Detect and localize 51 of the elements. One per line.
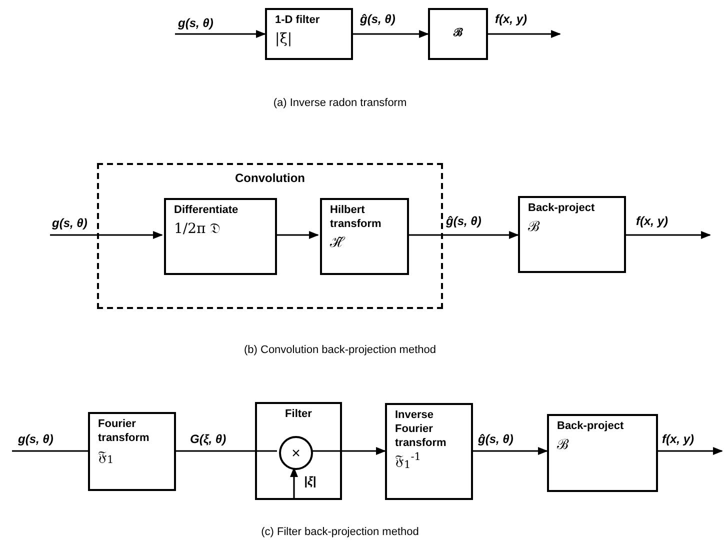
group-frame: [97, 163, 443, 309]
box-label: Back-project: [557, 420, 625, 434]
edge-label: |ξ|: [304, 473, 316, 490]
box-label: Fourier transform: [98, 418, 150, 446]
edge-label: g(s, θ): [178, 15, 214, 32]
arrow: [658, 447, 723, 455]
arrow: [175, 30, 266, 38]
process-box: [385, 403, 473, 500]
edge-label: ĝ(s, θ): [360, 11, 396, 28]
edge-label: g(s, θ): [18, 431, 54, 448]
box-label: Differentiate: [174, 204, 240, 218]
figure-caption: (c) Filter back-projection method: [261, 525, 419, 540]
edge-label: ĝ(s, θ): [446, 213, 482, 230]
box-label: ℬ: [454, 27, 462, 41]
edge-label: g(s, θ): [52, 215, 88, 232]
edge-label: f(x, y): [662, 431, 694, 448]
process-box: [88, 412, 176, 491]
process-box: [320, 198, 409, 275]
arrow: [626, 231, 711, 239]
arrow: [353, 30, 429, 38]
edge-label: f(x, y): [636, 213, 668, 230]
operator-symbol: |ξ|: [275, 32, 294, 46]
box-label: Hilbert transform: [330, 204, 382, 232]
process-box: [428, 8, 488, 60]
operator-symbol: 1/2π 𝔇: [174, 222, 222, 236]
arrow: [275, 231, 319, 239]
process-box: [547, 414, 658, 492]
process-box: [255, 402, 342, 500]
edge-label: f(x, y): [495, 11, 528, 28]
operator-symbol: 𝔉$_{1}$: [98, 450, 115, 464]
edge-label: G(ξ, θ): [190, 431, 226, 448]
arrow: [473, 447, 548, 455]
box-label: 1-D filter: [275, 14, 321, 28]
figure-caption: (b) Convolution back-projection method: [244, 343, 436, 358]
box-label: Filter: [285, 408, 312, 422]
arrow: [311, 447, 386, 455]
process-box: [265, 8, 353, 60]
box-label: Inverse Fourier transform: [395, 409, 448, 450]
arrow: [407, 231, 519, 239]
operator-symbol: ℬ: [557, 438, 570, 452]
operator-symbol: ℋ̃: [330, 236, 346, 250]
process-box: [518, 196, 626, 273]
arrow: [50, 231, 163, 239]
figure-caption: (a) Inverse radon transform: [273, 96, 407, 111]
multiply-symbol: ×: [292, 446, 300, 460]
operator-symbol: ℬ: [528, 220, 541, 234]
arrow: [488, 30, 561, 38]
group-title: Convolution: [234, 170, 306, 187]
edge-label: ĝ(s, θ): [478, 431, 514, 448]
process-box: [164, 198, 277, 275]
box-label: Back-project: [528, 202, 596, 216]
